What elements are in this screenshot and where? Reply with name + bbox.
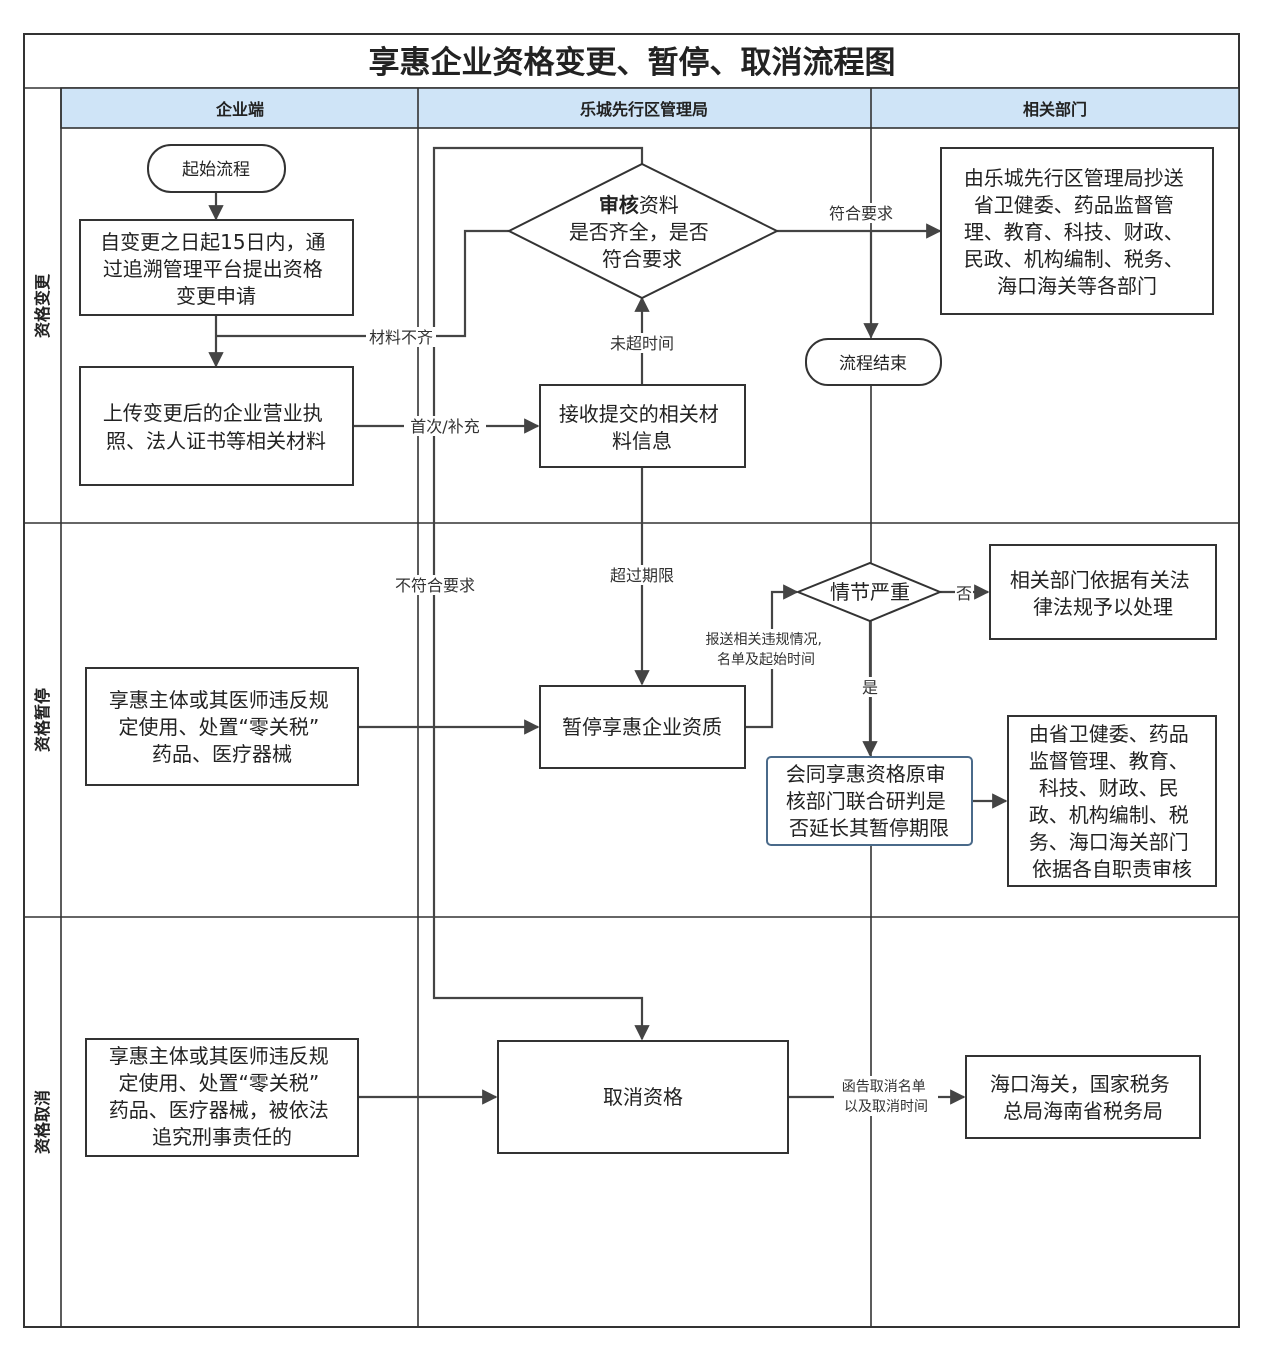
node-suspend-label: 暂停享惠企业资质 <box>562 715 722 739</box>
node-review-decision <box>506 162 780 300</box>
node-violate-label: 享惠主体或其医师违反规 定使用、处置“零关税” 药品、医疗器械 <box>109 688 335 766</box>
node-receive <box>539 384 746 468</box>
node-depts-label: 由省卫健委、药品 监督管理、教育、 科技、财政、民 政、机构编制、税 务、海口海… <box>1029 722 1195 881</box>
node-review-label: 审核资料 是否齐全，是否 符合要求 <box>569 193 715 271</box>
label-bg-notify-cancel <box>834 1076 938 1116</box>
label-bg-not-overtime <box>604 333 680 353</box>
node-criminal <box>85 1038 359 1157</box>
label-bg-incomplete <box>366 327 436 347</box>
row-label-suspend: 资格暂停 <box>33 688 52 752</box>
edge-incomplete <box>216 229 509 338</box>
node-customs <box>965 1055 1201 1139</box>
column-header-departments: 相关部门 <box>1023 100 1087 119</box>
edge-label-incomplete: 材料不齐 <box>369 328 433 347</box>
edge-label-meets: 符合要求 <box>829 204 893 223</box>
label-bg-meets <box>823 203 899 223</box>
node-end-label: 流程结束 <box>839 354 907 374</box>
node-apply <box>79 219 354 316</box>
node-suspend <box>539 685 746 769</box>
edge-label-first-supplement: 首次/补充 <box>410 417 479 436</box>
node-receive-label: 接收提交的相关材 料信息 <box>559 402 725 453</box>
node-depts <box>1007 715 1217 887</box>
node-customs-label: 海口海关，国家税务 总局海南省税务局 <box>990 1072 1176 1123</box>
node-handle-label: 相关部门依据有关法 律法规予以处理 <box>1010 568 1196 619</box>
node-handle <box>989 544 1217 640</box>
node-start-label: 起始流程 <box>182 160 250 180</box>
edge-label-not-meets: 不符合要求 <box>395 576 475 595</box>
node-serious-label: 情节严重 <box>830 580 910 604</box>
label-bg-no <box>955 583 973 603</box>
column-header-enterprise: 企业端 <box>215 100 264 119</box>
node-upload <box>79 366 354 486</box>
node-joint <box>766 756 973 846</box>
row-label-change: 资格变更 <box>33 273 52 338</box>
node-upload-label: 上传变更后的企业营业执 照、法人证书等相关材料 <box>103 401 329 453</box>
edge-label-overtime: 超过期限 <box>610 566 674 585</box>
diagram-title: 享惠企业资格变更、暂停、取消流程图 <box>369 45 896 81</box>
edge-label-yes: 是 <box>862 678 878 697</box>
node-notify <box>940 147 1214 315</box>
outer-frame <box>23 33 1240 1328</box>
edge-label-not-overtime: 未超时间 <box>610 334 674 353</box>
node-apply-label: 自变更之日起15日内，通 过追溯管理平台提出资格 变更申请 <box>100 230 332 308</box>
label-bg-first <box>404 416 486 436</box>
edge-label-report: 报送相关违规情况, 名单及起始时间 <box>706 632 827 668</box>
label-bg-report <box>694 629 834 669</box>
edge-label-notify-cancel: 函告取消名单 以及取消时间 <box>842 1079 930 1115</box>
label-bg-yes <box>861 677 879 697</box>
node-cancel-label: 取消资格 <box>603 1085 683 1109</box>
node-notify-label: 由乐城先行区管理局抄送 省卫健委、药品监督管 理、教育、科技、财政、 民政、机构… <box>964 166 1190 298</box>
label-bg-not-meets <box>390 575 480 595</box>
edge-not-meets <box>432 146 650 1041</box>
node-criminal-label: 享惠主体或其医师违反规 定使用、处置“零关税” 药品、医疗器械，被依法 追究刑事… <box>109 1044 335 1149</box>
node-joint-label: 会同享惠资格原审 核部门联合研判是 否延长其暂停期限 <box>786 762 952 840</box>
row-label-cancel: 资格取消 <box>33 1090 52 1154</box>
label-bg-overtime <box>604 565 680 585</box>
node-serious-decision <box>795 561 943 623</box>
node-start <box>147 144 286 193</box>
node-violate <box>85 667 359 786</box>
edge-label-no: 否 <box>956 584 972 603</box>
column-header-bureau: 乐城先行区管理局 <box>580 100 708 119</box>
node-end <box>805 338 942 386</box>
node-cancel <box>497 1040 789 1154</box>
